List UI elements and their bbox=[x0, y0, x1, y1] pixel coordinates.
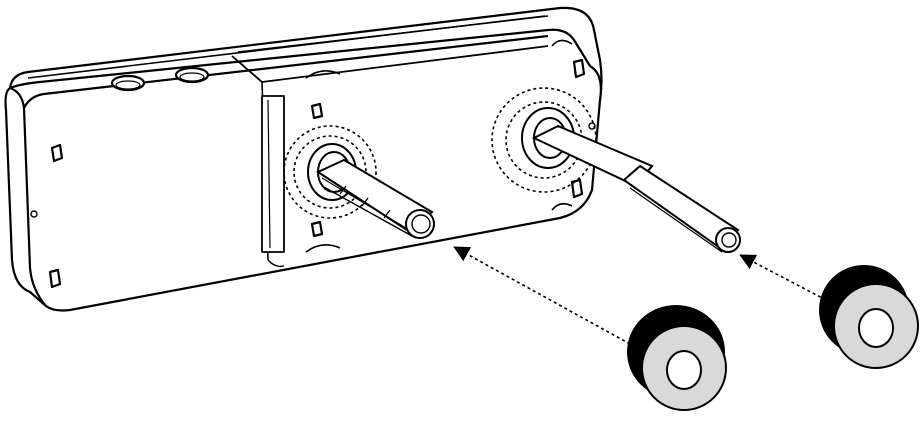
notch bbox=[310, 102, 324, 120]
arrow-left bbox=[453, 246, 631, 345]
arrow-right bbox=[739, 254, 827, 301]
screw-hole bbox=[588, 122, 596, 130]
housing-slot bbox=[261, 95, 285, 253]
notch bbox=[48, 268, 62, 289]
arrows bbox=[453, 246, 827, 345]
notch bbox=[310, 220, 324, 238]
grommet-left bbox=[627, 305, 727, 411]
shaft-right bbox=[491, 87, 741, 253]
cutout bbox=[305, 244, 341, 253]
cutout bbox=[551, 39, 573, 47]
top-hole-left bbox=[110, 74, 146, 92]
screw-hole bbox=[30, 210, 38, 218]
notch bbox=[50, 143, 64, 163]
housing-body bbox=[4, 28, 602, 312]
housing-side-lip bbox=[9, 86, 47, 307]
cutout bbox=[551, 202, 573, 211]
housing bbox=[4, 6, 603, 312]
notch bbox=[570, 178, 584, 199]
shaft-left bbox=[283, 125, 435, 239]
top-hole-right bbox=[174, 66, 210, 84]
notch bbox=[572, 58, 586, 79]
cutout bbox=[305, 70, 341, 79]
grommet-right bbox=[819, 265, 919, 369]
